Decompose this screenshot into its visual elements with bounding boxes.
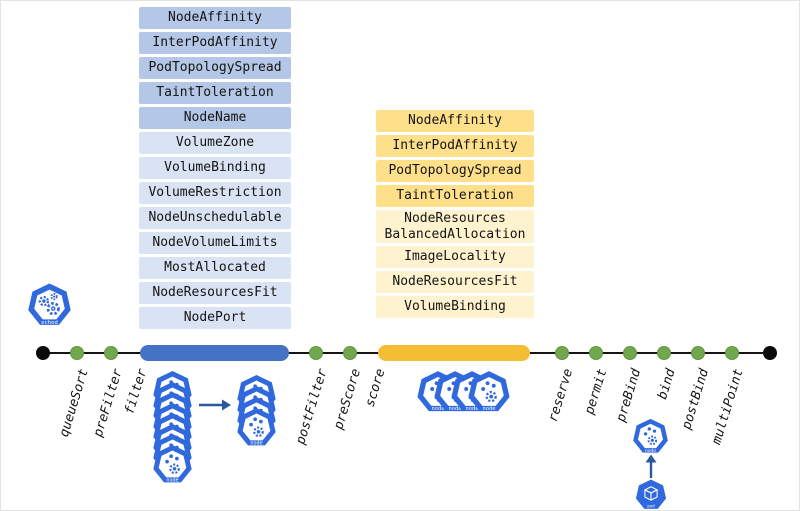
extension-point-dot-postfilter xyxy=(309,346,323,360)
extension-point-dot-bind xyxy=(657,346,671,360)
label-multipoint: multiPoint xyxy=(709,367,747,447)
scheduler-icon xyxy=(27,282,72,328)
score-plugin-item: InterPodAffinity xyxy=(376,135,534,157)
label-prescore: preScore xyxy=(331,367,365,432)
extension-point-dot-permit xyxy=(589,346,603,360)
filter-plugins-list: NodeAffinity InterPodAffinity PodTopolog… xyxy=(139,7,291,329)
filter-plugin-item: TaintToleration xyxy=(139,82,291,104)
extension-point-dot-postbind xyxy=(691,346,705,360)
filter-plugin-item: NodeAffinity xyxy=(139,7,291,29)
score-bar xyxy=(378,345,530,361)
bind-arrow-icon xyxy=(645,454,657,478)
filter-plugin-item: NodeName xyxy=(139,107,291,129)
filter-plugin-item: InterPodAffinity xyxy=(139,32,291,54)
score-plugin-item: NodeResources BalancedAllocation xyxy=(376,210,534,244)
label-queuesort: queueSort xyxy=(56,367,92,439)
node-icon xyxy=(632,417,669,455)
score-plugin-item: ImageLocality xyxy=(376,246,534,269)
score-plugin-item: VolumeBinding xyxy=(376,296,534,319)
score-plugin-item: TaintToleration xyxy=(376,185,534,207)
label-prefilter: preFilter xyxy=(90,367,126,439)
score-plugin-item: NodeResourcesFit xyxy=(376,271,534,294)
filter-plugin-item: VolumeBinding xyxy=(139,157,291,179)
extension-point-dot-reserve xyxy=(555,346,569,360)
extension-point-dot-prefilter xyxy=(104,346,118,360)
node-icon xyxy=(152,443,193,485)
extension-point-dot-prebind xyxy=(623,346,637,360)
filter-plugin-item: VolumeZone xyxy=(139,132,291,154)
extension-point-dot-queuesort xyxy=(70,346,84,360)
filter-plugin-item: VolumeRestriction xyxy=(139,182,291,204)
label-prebind: preBind xyxy=(613,367,645,424)
filter-plugin-item: NodeVolumeLimits xyxy=(139,232,291,254)
pod-icon xyxy=(635,479,667,510)
score-plugin-item: PodTopologySpread xyxy=(376,160,534,182)
filter-plugin-item: MostAllocated xyxy=(139,257,291,279)
filter-plugin-item: NodeResourcesFit xyxy=(139,282,291,304)
filter-plugin-item: NodeUnschedulable xyxy=(139,207,291,229)
score-plugins-list: NodeAffinity InterPodAffinity PodTopolog… xyxy=(376,110,534,319)
label-postfilter: postFilter xyxy=(293,367,331,447)
node-icon xyxy=(236,406,277,448)
node-icon xyxy=(467,370,511,414)
label-permit: permit xyxy=(582,367,611,417)
timeline-end-dot xyxy=(763,346,777,360)
filter-arrow-icon xyxy=(199,399,231,411)
label-filter: filter xyxy=(122,367,151,417)
label-bind: bind xyxy=(654,367,679,402)
extension-point-dot-multipoint xyxy=(725,346,739,360)
filter-plugin-item: NodePort xyxy=(139,307,291,329)
filter-plugin-item: PodTopologySpread xyxy=(139,57,291,79)
extension-point-dot-prescore xyxy=(343,346,357,360)
filter-bar xyxy=(140,345,289,361)
label-postbind: postBind xyxy=(679,367,713,432)
label-score: score xyxy=(362,367,389,409)
score-plugin-item: NodeAffinity xyxy=(376,110,534,132)
label-reserve: reserve xyxy=(545,367,577,424)
timeline-start-dot xyxy=(36,346,50,360)
